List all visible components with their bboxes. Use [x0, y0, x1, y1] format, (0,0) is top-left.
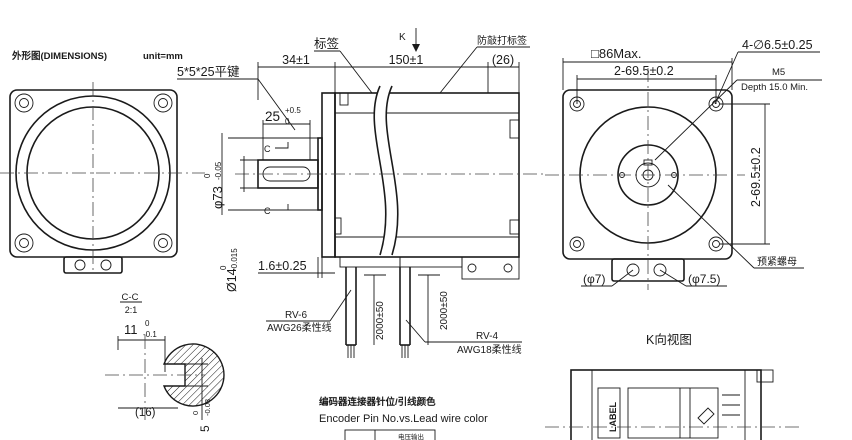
m5-label: M5	[772, 67, 785, 78]
dim-25-tol-upper: +0.5	[285, 106, 301, 115]
rv4-label: RV-4	[476, 331, 498, 342]
key-spec-label: 5*5*25平键	[177, 65, 240, 79]
dim-11-tol-lower: -0.1	[143, 330, 157, 339]
dim-16-label: (16)	[135, 407, 156, 419]
section-cc-view: C-C 2:1 11 0 -0.1 (16) 5 0 -0.03	[105, 292, 225, 432]
dim-5-tol-lower: -0.03	[203, 399, 212, 416]
dim-11-value: 11	[124, 322, 138, 337]
pitch-h-label: 2-69.5±0.2	[614, 64, 674, 78]
dim-25-value: 25	[265, 109, 280, 124]
dim-26: (26)	[492, 53, 514, 67]
right-front-view: □86Max. 2-69.5±0.2 4-∅6.5±0.25 M5 Depth …	[545, 38, 822, 290]
m5-depth-label: Depth 15.0 Min.	[741, 82, 808, 93]
dim-34: 34±1	[282, 53, 310, 67]
dim-14-value: Ø14	[225, 268, 239, 292]
preload-nut-label: 预紧螺母	[757, 256, 797, 268]
dim-14-tol-lower: -0.015	[230, 248, 239, 271]
dim-73-value: φ73	[210, 186, 225, 209]
left-front-view	[0, 82, 205, 274]
section-marker-top: C	[264, 144, 271, 154]
dim-5-value: 5	[198, 425, 212, 432]
dim-1-6: 1.6±0.25	[258, 259, 307, 273]
dim-2000-b: 2000±50	[439, 291, 450, 330]
holes-label: 4-∅6.5±0.25	[742, 38, 813, 52]
section-title: C-C	[122, 292, 139, 303]
dim-5-tol-upper: 0	[191, 411, 200, 415]
awg26-label: AWG26柔性线	[267, 321, 332, 334]
section-scale: 2:1	[125, 305, 138, 315]
dim-73-tol-upper: 0	[203, 173, 212, 178]
phi7-5-label: (φ7.5)	[688, 272, 720, 286]
k-view-title: K向视图	[646, 332, 692, 347]
dim-150: 150±1	[389, 53, 424, 67]
phi7-label: (φ7)	[583, 272, 605, 286]
k-view: K向视图 LABEL	[545, 332, 800, 440]
tag-label: 标签	[314, 36, 340, 51]
rv6-label: RV-6	[285, 310, 307, 321]
side-view: 34±1 150±1 (26) 5*5*25平键 标签 K 防敲打标签	[177, 28, 545, 358]
encoder-title-en: Encoder Pin No.vs.Lead wire color	[319, 413, 488, 425]
flange-max-label: □86Max.	[591, 46, 641, 61]
label-box-text: LABEL	[608, 402, 618, 432]
encoder-pin-table: 编码器连接器针位/引线颜色 Encoder Pin No.vs.Lead wir…	[319, 396, 488, 440]
dim-2000-a: 2000±50	[375, 301, 386, 340]
anti-tamper-label: 防敲打标签	[477, 34, 527, 47]
section-marker-bottom: C	[264, 206, 271, 216]
dim-25-tol-lower: 0	[285, 117, 290, 126]
drawing-title: 外形图(DIMENSIONS)	[11, 50, 107, 62]
dim-73-tol-lower: -0.05	[214, 161, 223, 180]
pitch-v-label: 2-69.5±0.2	[749, 147, 763, 207]
encoder-title-cn: 编码器连接器针位/引线颜色	[319, 396, 436, 408]
awg18-label: AWG18柔性线	[457, 343, 522, 356]
table-header-cell: 电压输出	[398, 432, 424, 440]
unit-label: unit=mm	[143, 51, 183, 62]
view-letter-k: K	[399, 32, 406, 43]
dim-14-tol-upper: 0	[219, 265, 228, 270]
dim-11-tol-upper: 0	[145, 319, 150, 328]
